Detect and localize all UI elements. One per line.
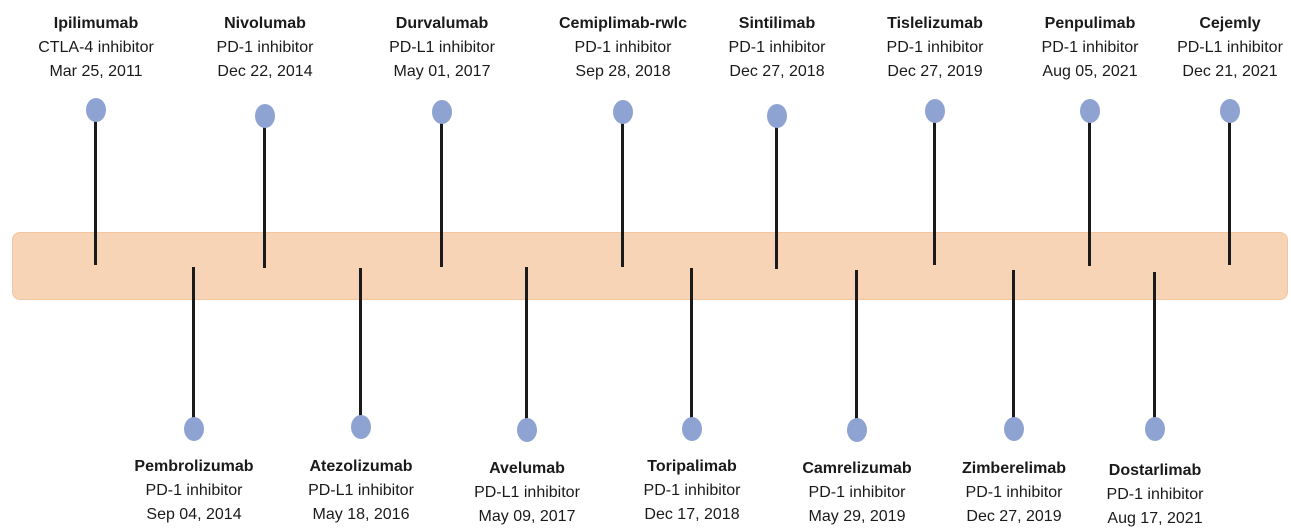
milestone-class: PD-1 inhibitor [1106, 486, 1204, 503]
milestone-marker [351, 415, 371, 439]
milestone-class: PD-L1 inhibitor [308, 482, 414, 499]
milestone-date: Dec 22, 2014 [217, 63, 313, 80]
milestone-class: PD-1 inhibitor [965, 484, 1063, 501]
milestone-name: Cemiplimab-rwlc [558, 15, 688, 32]
milestone-stem [775, 116, 778, 269]
milestone-stem [933, 111, 936, 265]
milestone-label: Avelumab PD-L1 inhibitor May 09, 2017 [447, 457, 607, 529]
milestone-marker [1220, 99, 1240, 123]
milestone-stem [690, 268, 693, 428]
milestone-marker [1004, 417, 1024, 441]
milestone-date: Dec 27, 2019 [887, 63, 983, 80]
milestone-marker [517, 418, 537, 442]
milestone-stem [94, 110, 97, 265]
milestone-marker [1080, 99, 1100, 123]
milestone-class: PD-1 inhibitor [728, 39, 826, 56]
milestone-stem [855, 270, 858, 429]
milestone-marker [613, 100, 633, 124]
milestone-label: Durvalumab PD-L1 inhibitor May 01, 2017 [362, 12, 522, 84]
milestone-name: Nivolumab [224, 15, 306, 32]
milestone-date: May 01, 2017 [393, 63, 491, 80]
milestone-date: Sep 28, 2018 [575, 63, 671, 80]
milestone-class: PD-1 inhibitor [1041, 39, 1139, 56]
milestone-label: Atezolizumab PD-L1 inhibitor May 18, 201… [281, 455, 441, 527]
milestone-date: May 29, 2019 [808, 508, 906, 525]
milestone-stem [1012, 270, 1015, 429]
timeline-band [12, 232, 1288, 300]
milestone-class: PD-L1 inhibitor [389, 39, 495, 56]
milestone-label: Sintilimab PD-1 inhibitor Dec 27, 2018 [697, 12, 857, 84]
milestone-class: CTLA-4 inhibitor [38, 39, 154, 56]
milestone-class: PD-1 inhibitor [808, 484, 906, 501]
milestone-class: PD-1 inhibitor [886, 39, 984, 56]
milestone-name: Avelumab [489, 460, 565, 477]
milestone-name: Camrelizumab [802, 460, 912, 477]
milestone-stem [440, 112, 443, 267]
milestone-date: Dec 17, 2018 [644, 506, 740, 523]
milestone-stem [192, 267, 195, 427]
milestone-class: PD-1 inhibitor [145, 482, 243, 499]
milestone-name: Dostarlimab [1108, 462, 1202, 479]
milestone-stem [1088, 111, 1091, 266]
milestone-label: Cemiplimab-rwlc PD-1 inhibitor Sep 28, 2… [543, 12, 703, 84]
milestone-label: Dostarlimab PD-1 inhibitor Aug 17, 2021 [1075, 459, 1235, 531]
milestone-marker [255, 104, 275, 128]
milestone-date: May 18, 2016 [312, 506, 410, 523]
milestone-marker [86, 98, 106, 122]
milestone-name: Sintilimab [738, 15, 816, 32]
milestone-marker [184, 417, 204, 441]
milestone-marker [767, 104, 787, 128]
milestone-name: Pembrolizumab [134, 458, 254, 475]
milestone-name: Atezolizumab [309, 458, 413, 475]
milestone-name: Durvalumab [395, 15, 489, 32]
milestone-date: Aug 17, 2021 [1107, 510, 1203, 527]
milestone-date: Mar 25, 2011 [49, 63, 143, 80]
milestone-marker [1145, 417, 1165, 441]
milestone-label: Ipilimumab CTLA-4 inhibitor Mar 25, 2011 [16, 12, 176, 84]
milestone-name: Zimberelimab [961, 460, 1067, 477]
milestone-date: Aug 05, 2021 [1042, 63, 1138, 80]
milestone-label: Camrelizumab PD-1 inhibitor May 29, 2019 [777, 457, 937, 529]
milestone-label: Zimberelimab PD-1 inhibitor Dec 27, 2019 [934, 457, 1094, 529]
milestone-stem [263, 116, 266, 268]
milestone-stem [1228, 111, 1231, 265]
milestone-stem [621, 112, 624, 267]
milestone-name: Ipilimumab [53, 15, 139, 32]
milestone-marker [925, 99, 945, 123]
milestone-label: Tislelizumab PD-1 inhibitor Dec 27, 2019 [855, 12, 1015, 84]
milestone-date: May 09, 2017 [478, 508, 576, 525]
milestone-stem [359, 268, 362, 426]
milestone-label: Penpulimab PD-1 inhibitor Aug 05, 2021 [1010, 12, 1170, 84]
milestone-class: PD-1 inhibitor [216, 39, 314, 56]
milestone-name: Penpulimab [1044, 15, 1136, 32]
milestone-class: PD-1 inhibitor [574, 39, 672, 56]
milestone-class: PD-L1 inhibitor [1177, 39, 1283, 56]
milestone-label: Toripalimab PD-1 inhibitor Dec 17, 2018 [612, 455, 772, 527]
milestone-class: PD-L1 inhibitor [474, 484, 580, 501]
milestone-stem [1153, 272, 1156, 429]
milestone-date: Dec 27, 2019 [966, 508, 1062, 525]
milestone-marker [847, 418, 867, 442]
milestone-name: Tislelizumab [887, 15, 983, 32]
milestone-stem [525, 267, 528, 429]
milestone-date: Dec 21, 2021 [1182, 63, 1278, 80]
milestone-class: PD-1 inhibitor [643, 482, 741, 499]
milestone-marker [432, 100, 452, 124]
milestone-date: Dec 27, 2018 [729, 63, 825, 80]
milestone-date: Sep 04, 2014 [146, 506, 242, 523]
milestone-name: Toripalimab [647, 458, 737, 475]
milestone-label: Nivolumab PD-1 inhibitor Dec 22, 2014 [185, 12, 345, 84]
milestone-name: Cejemly [1199, 15, 1261, 32]
milestone-marker [682, 417, 702, 441]
milestone-label: Pembrolizumab PD-1 inhibitor Sep 04, 201… [114, 455, 274, 527]
milestone-label: Cejemly PD-L1 inhibitor Dec 21, 2021 [1150, 12, 1291, 84]
